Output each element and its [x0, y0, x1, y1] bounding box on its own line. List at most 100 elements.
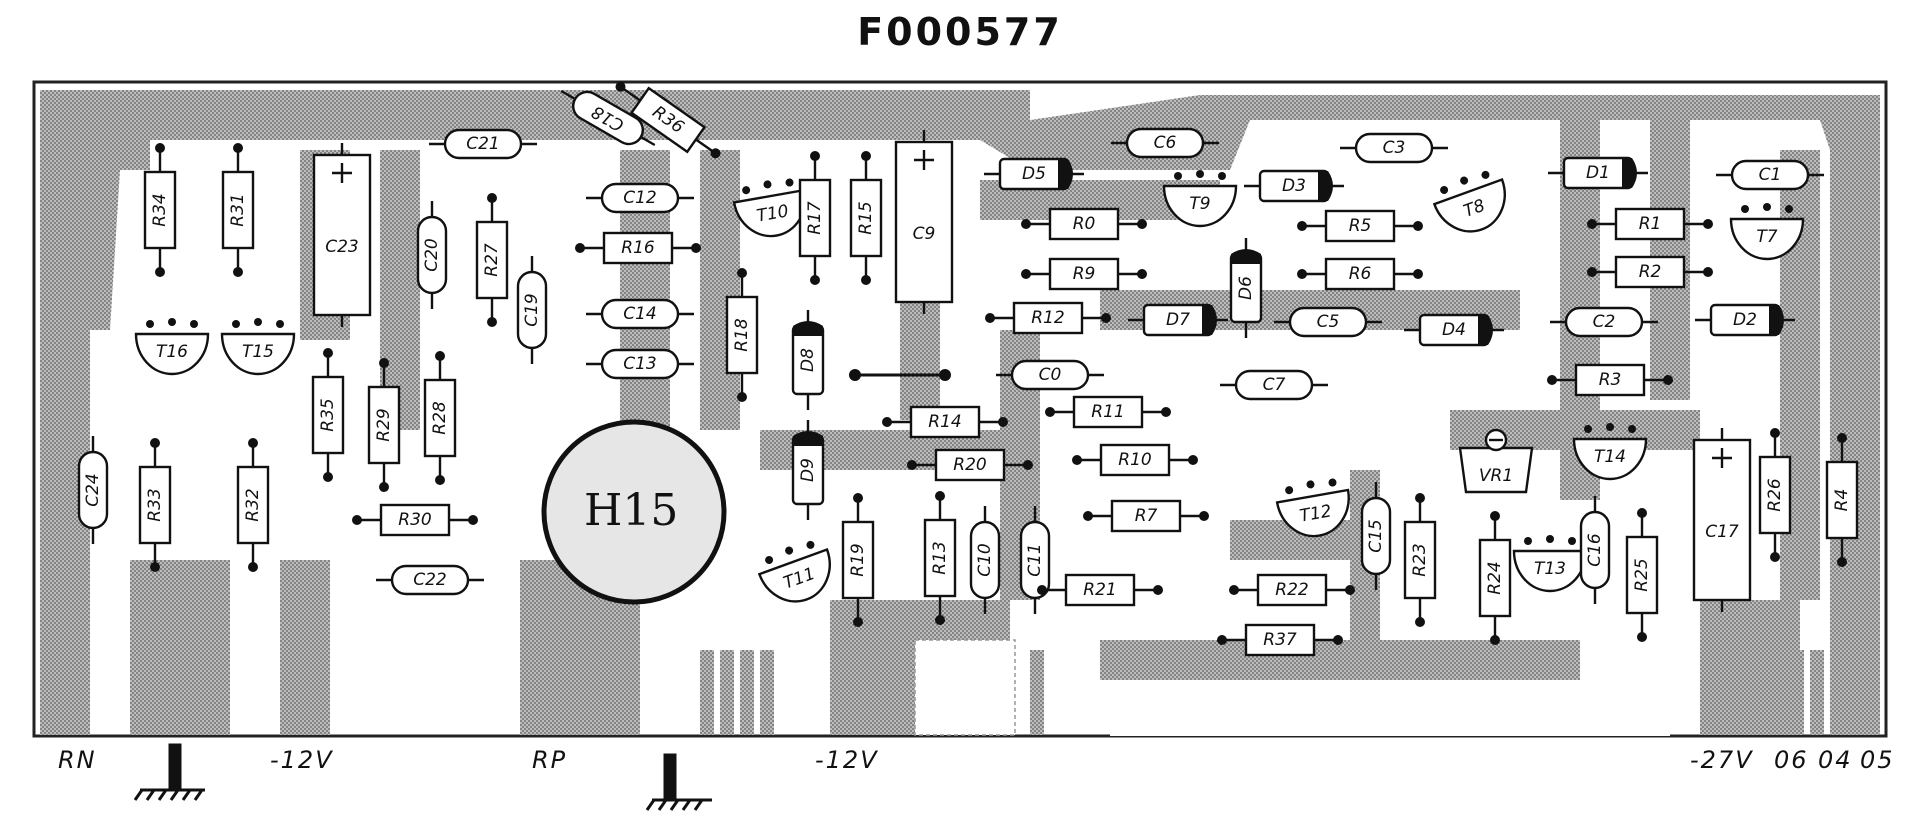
component-label: R16 — [621, 238, 655, 258]
component-r6: R6 — [1297, 257, 1423, 291]
component-r0: R0 — [1021, 207, 1147, 241]
component-label: C23 — [325, 237, 359, 257]
component-label: R11 — [1091, 402, 1124, 422]
edge-connector-fingers — [52, 650, 1874, 735]
component-d7: D7 — [1128, 303, 1228, 337]
component-r23: R23 — [1403, 493, 1437, 627]
component-c21: C21 — [429, 128, 537, 160]
component-d4: D4 — [1404, 313, 1504, 347]
component-r32: R32 — [236, 438, 270, 572]
label-minus12v-left: -12V — [270, 746, 334, 774]
component-r25: R25 — [1625, 508, 1659, 642]
component-r15: R15 — [849, 151, 883, 285]
component-label: R1 — [1639, 214, 1662, 234]
component-r33: R33 — [138, 438, 172, 572]
component-label: R22 — [1275, 580, 1308, 600]
component-r21: R21 — [1037, 573, 1163, 607]
component-c23: C23 — [312, 143, 372, 327]
component-label: D2 — [1733, 310, 1757, 330]
component-t15: T15 — [220, 318, 296, 376]
component-label: C22 — [413, 570, 447, 590]
component-c20: C20 — [416, 201, 448, 309]
label-pin-04: 04 — [1818, 746, 1853, 774]
component-label: C19 — [522, 293, 542, 327]
component-r29: R29 — [367, 358, 401, 492]
component-c5: C5 — [1274, 306, 1382, 338]
component-t10: T10 — [732, 178, 807, 238]
component-label: R23 — [1410, 543, 1430, 576]
component-label: VR1 — [1479, 466, 1513, 486]
component-t14: T14 — [1572, 423, 1648, 481]
component-t9: T9 — [1162, 170, 1238, 228]
component-label: C0 — [1039, 365, 1062, 385]
component-label: R6 — [1349, 264, 1372, 284]
component-c22: C22 — [376, 564, 484, 596]
component-label: T14 — [1594, 447, 1626, 467]
component-c7: C7 — [1220, 369, 1328, 401]
component-label: R27 — [482, 243, 502, 277]
copper-traces — [40, 90, 1880, 735]
component-label: C3 — [1383, 138, 1406, 158]
component-t12: T12 — [1275, 478, 1350, 538]
component-label: D5 — [1022, 164, 1046, 184]
component-c15: C15 — [1360, 482, 1392, 590]
component-label: D3 — [1282, 176, 1306, 196]
component-r17: R17 — [798, 151, 832, 285]
component-t8: T8 — [1432, 170, 1506, 233]
component-label: C12 — [623, 188, 657, 208]
component-r20: R20 — [907, 448, 1033, 482]
component-label: R24 — [1485, 561, 1505, 594]
component-r3: R3 — [1547, 363, 1673, 397]
component-label: C10 — [975, 543, 995, 577]
component-label: R2 — [1639, 262, 1662, 282]
component-d2: D2 — [1695, 303, 1795, 337]
component-r2: R2 — [1587, 255, 1713, 289]
component-d5: D5 — [984, 157, 1084, 191]
component-label: R7 — [1135, 506, 1158, 526]
jumper-wire — [849, 369, 951, 381]
component-label: R14 — [928, 412, 961, 432]
component-label: C7 — [1263, 375, 1286, 395]
component-d3: D3 — [1244, 169, 1344, 203]
component-label: C21 — [466, 134, 500, 154]
component-r14: R14 — [882, 405, 1008, 439]
component-label: R12 — [1031, 308, 1064, 328]
component-label: R29 — [374, 408, 394, 441]
component-label: R0 — [1073, 214, 1096, 234]
component-label: R10 — [1118, 450, 1151, 470]
component-t16: T16 — [134, 318, 210, 376]
component-label: R9 — [1073, 264, 1096, 284]
component-d9: D9 — [791, 420, 825, 520]
component-c9: C9 — [894, 130, 954, 314]
component-label: R19 — [848, 543, 868, 576]
component-label: D7 — [1166, 310, 1190, 330]
component-c17: C17 — [1692, 428, 1752, 612]
component-label: R20 — [953, 455, 986, 475]
component-r18: R18 — [725, 268, 759, 402]
component-r11: R11 — [1045, 395, 1171, 429]
label-pin-05: 05 — [1860, 746, 1895, 774]
component-label: C15 — [1366, 519, 1386, 553]
component-label: R37 — [1263, 630, 1297, 650]
component-r36: R36 — [615, 81, 721, 159]
blank-region — [1110, 690, 1670, 736]
component-label: R3 — [1599, 370, 1622, 390]
component-label: R26 — [1765, 478, 1785, 512]
component-label: C5 — [1317, 312, 1340, 332]
component-r12: R12 — [985, 301, 1111, 335]
component-label: R31 — [228, 193, 248, 226]
component-r31: R31 — [221, 143, 255, 277]
component-label: R35 — [318, 398, 338, 431]
board-outline — [32, 80, 1888, 738]
ic-footprint — [914, 639, 1016, 736]
component-label: R25 — [1632, 558, 1652, 591]
component-r1: R1 — [1587, 207, 1713, 241]
component-label: R5 — [1349, 216, 1372, 236]
component-r5: R5 — [1297, 209, 1423, 243]
heatsink-h15: H15 — [541, 419, 727, 605]
component-label: C6 — [1154, 133, 1177, 153]
component-r4: R4 — [1825, 433, 1859, 567]
component-r30: R30 — [352, 503, 478, 537]
component-r37: R37 — [1217, 623, 1343, 657]
component-label: T7 — [1756, 227, 1777, 247]
